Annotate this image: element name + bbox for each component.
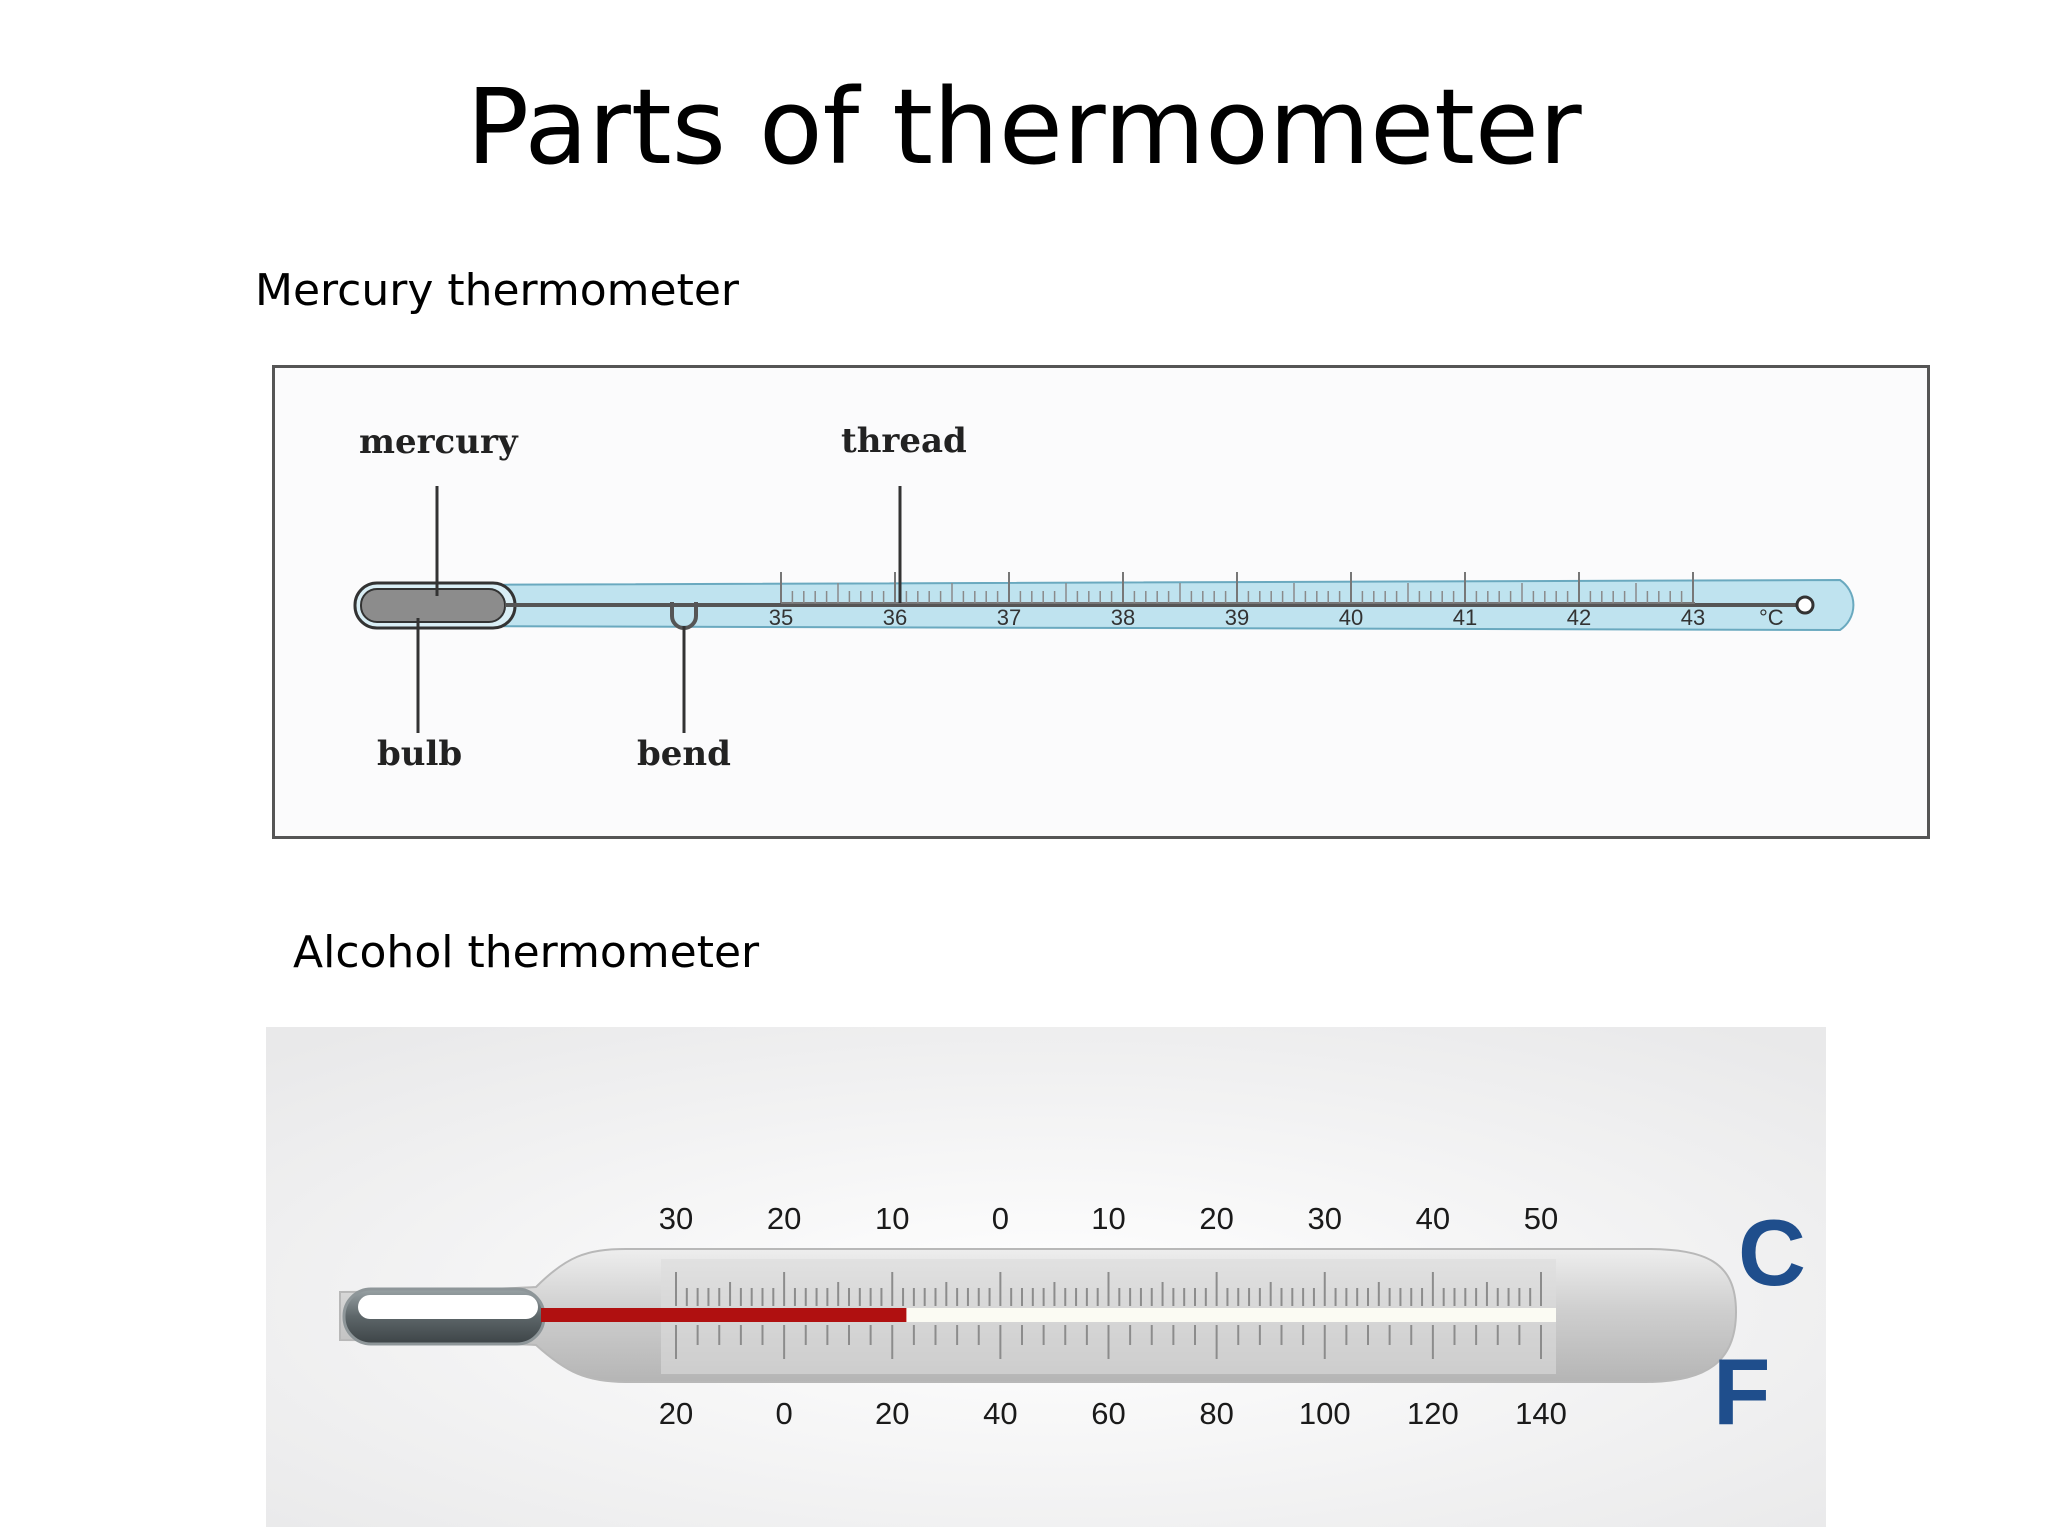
fahrenheit-scale-ticks [675, 1325, 1542, 1359]
celsius-scale-ticks [675, 1272, 1542, 1306]
celsius-unit-letter: C [1738, 1200, 1806, 1305]
scale-value-label: 39 [1225, 605, 1249, 630]
fahrenheit-scale-labels: 20 0 20 40 60 80 100 120 140 [659, 1396, 1567, 1431]
fahrenheit-value-label: 120 [1407, 1396, 1459, 1431]
fahrenheit-value-label: 40 [983, 1396, 1017, 1431]
celsius-unit-label: °C [1759, 605, 1784, 630]
scale-value-label: 35 [769, 605, 793, 630]
thread-label: thread [841, 421, 967, 461]
mercury-label: mercury [359, 422, 519, 462]
celsius-value-label: 0 [992, 1201, 1009, 1236]
mercury-thermometer-figure: 35 36 37 38 39 40 41 42 43 °C mercury thread bul… [272, 365, 1930, 839]
mercury-thermometer-heading: Mercury thermometer [255, 265, 739, 316]
celsius-value-label: 30 [1308, 1201, 1342, 1236]
celsius-value-label: 30 [659, 1201, 693, 1236]
fahrenheit-unit-letter: F [1713, 1339, 1770, 1444]
celsius-value-label: 10 [1091, 1201, 1125, 1236]
mercury-thermometer-diagram: 35 36 37 38 39 40 41 42 43 °C mercury thread bul… [353, 421, 1855, 774]
scale-value-label: 37 [997, 605, 1021, 630]
fahrenheit-value-label: 0 [776, 1396, 793, 1431]
fahrenheit-value-label: 20 [659, 1396, 693, 1431]
scale-value-label: 36 [883, 605, 907, 630]
scale-value-label: 43 [1681, 605, 1705, 630]
alcohol-thermometer-heading: Alcohol thermometer [293, 927, 760, 978]
scale-value-label: 42 [1567, 605, 1591, 630]
celsius-value-label: 20 [1199, 1201, 1233, 1236]
alcohol-liquid-column [541, 1308, 907, 1322]
mercury-reservoir [360, 588, 506, 623]
scale-value-label: 38 [1111, 605, 1135, 630]
celsius-value-label: 20 [767, 1201, 801, 1236]
celsius-value-label: 10 [875, 1201, 909, 1236]
mercury-scale-labels: 35 36 37 38 39 40 41 42 43 [769, 605, 1705, 630]
fahrenheit-value-label: 140 [1515, 1396, 1567, 1431]
alcohol-bulb-highlight [358, 1295, 538, 1319]
fahrenheit-value-label: 60 [1091, 1396, 1125, 1431]
celsius-value-label: 50 [1524, 1201, 1558, 1236]
capillary-end [1795, 595, 1815, 615]
celsius-scale-labels: 30 20 10 0 10 20 30 40 50 [659, 1201, 1558, 1236]
fahrenheit-value-label: 80 [1199, 1396, 1233, 1431]
bulb-label: bulb [377, 734, 462, 774]
scale-value-label: 41 [1453, 605, 1477, 630]
celsius-value-label: 40 [1416, 1201, 1450, 1236]
scale-value-label: 40 [1339, 605, 1363, 630]
bend-label: bend [637, 734, 731, 774]
slide-title: Parts of thermometer [466, 66, 1582, 188]
fahrenheit-value-label: 100 [1299, 1396, 1351, 1431]
mercury-scale-ticks [780, 572, 1694, 603]
fahrenheit-value-label: 20 [875, 1396, 909, 1431]
